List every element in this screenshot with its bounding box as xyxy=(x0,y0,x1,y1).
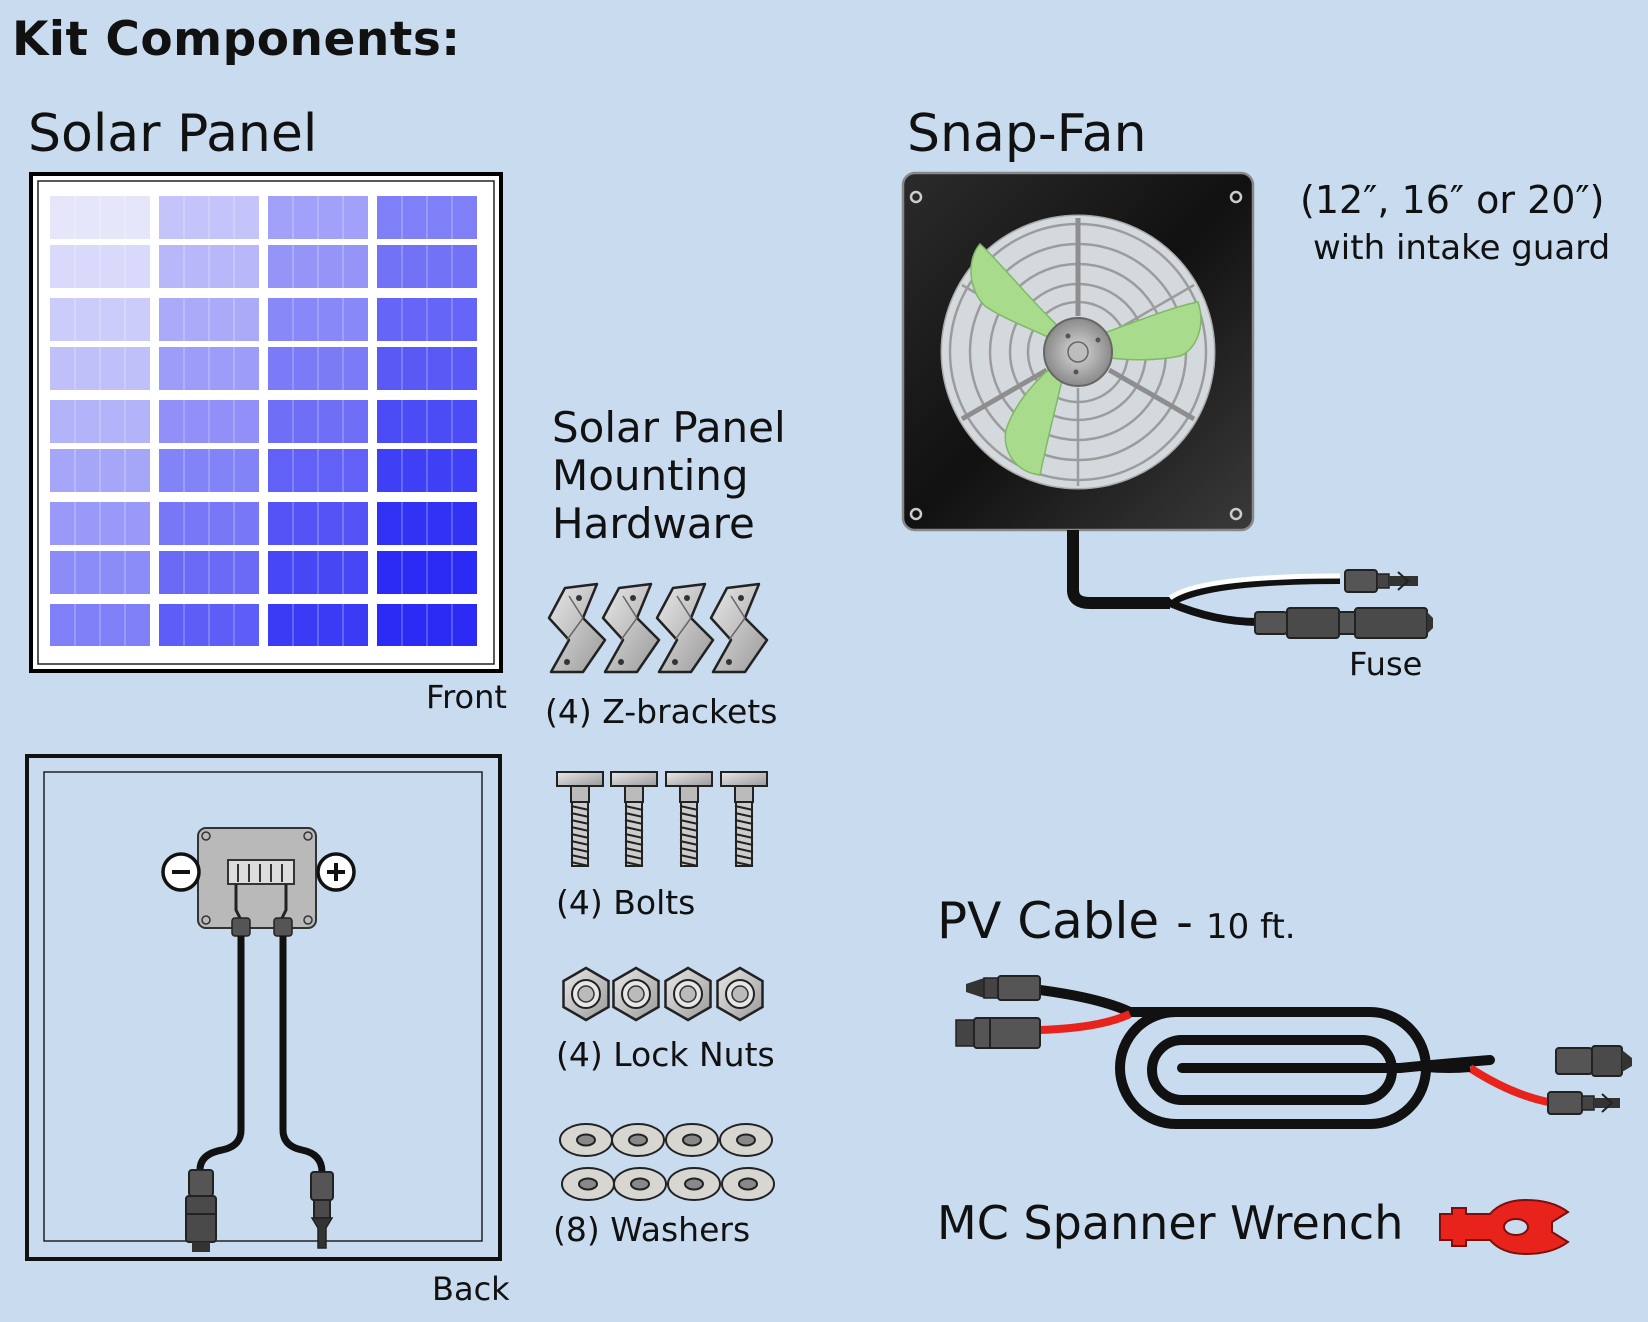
lock-nuts-label: (4) Lock Nuts xyxy=(556,1035,775,1074)
solar-cell xyxy=(50,502,150,545)
solar-cell xyxy=(50,400,150,443)
mounting-heading-line: Solar Panel xyxy=(552,403,786,452)
back-label: Back xyxy=(432,1270,510,1308)
z-bracket-icon xyxy=(601,582,661,674)
solar-cell xyxy=(159,502,259,545)
lock-nut-icon xyxy=(562,966,610,1022)
spanner-wrench-icon xyxy=(1439,1198,1570,1256)
solar-cell xyxy=(377,298,477,341)
bolt-icon xyxy=(610,771,658,867)
z-brackets-illustration xyxy=(547,582,769,674)
solar-cell xyxy=(268,449,368,492)
mounting-hardware-heading: Solar Panel Mounting Hardware xyxy=(552,404,852,548)
mounting-heading-line: Mounting xyxy=(552,451,749,500)
solar-cell xyxy=(50,551,150,594)
z-brackets-label: (4) Z-brackets xyxy=(545,692,778,731)
solar-cell xyxy=(268,245,368,288)
solar-cell xyxy=(159,298,259,341)
solar-cell xyxy=(159,604,259,646)
fan-sizes: (12″, 16″ or 20″) xyxy=(1300,178,1605,222)
mc4-connector-female xyxy=(955,1017,1041,1049)
bolts-label: (4) Bolts xyxy=(556,883,696,922)
solar-cell xyxy=(50,298,150,341)
solar-cell xyxy=(377,347,477,390)
solar-cell xyxy=(377,502,477,545)
solar-cell xyxy=(159,347,259,390)
z-bracket-icon xyxy=(709,582,769,674)
washer-icon xyxy=(719,1123,773,1157)
solar-cell xyxy=(50,604,150,646)
solar-cell xyxy=(159,551,259,594)
solar-cell xyxy=(159,196,259,239)
lock-nuts-illustration xyxy=(562,966,764,1022)
mc4-connector-male xyxy=(1344,569,1418,593)
fan-note: with intake guard xyxy=(1313,228,1611,268)
solar-cell xyxy=(268,551,368,594)
solar-cell xyxy=(268,347,368,390)
washer-icon xyxy=(721,1167,775,1201)
fan-blades xyxy=(970,242,1202,476)
solar-cell xyxy=(159,400,259,443)
solar-panel-back xyxy=(25,754,502,1261)
bolts-illustration xyxy=(556,771,768,867)
positive-terminal-icon xyxy=(316,852,356,892)
mc4-connector-female xyxy=(1555,1045,1632,1077)
inline-fuse-holder xyxy=(1254,607,1433,639)
pv-cable-illustration xyxy=(955,975,1632,1129)
solar-cell xyxy=(377,551,477,594)
solar-cell xyxy=(50,196,150,239)
z-bracket-icon xyxy=(547,582,607,674)
mc4-connector-male xyxy=(310,1171,334,1249)
snap-fan-illustration xyxy=(901,171,1433,639)
mc4-connector-female xyxy=(185,1169,217,1252)
solar-cell xyxy=(50,245,150,288)
solar-cell xyxy=(377,196,477,239)
page-title: Kit Components: xyxy=(12,12,461,67)
washers-illustration xyxy=(559,1123,775,1201)
bolt-icon xyxy=(720,771,768,867)
solar-cell xyxy=(268,196,368,239)
bolt-icon xyxy=(665,771,713,867)
pv-cable-separator: - xyxy=(1176,895,1193,949)
negative-terminal-icon xyxy=(161,852,201,892)
pv-cable-title: PV Cable - 10 ft. xyxy=(937,892,1296,950)
mc4-connector-male xyxy=(966,975,1041,1001)
solar-panel-front xyxy=(29,172,503,673)
washer-icon xyxy=(667,1167,721,1201)
mounting-heading-line: Hardware xyxy=(552,499,755,548)
lock-nut-icon xyxy=(612,966,660,1022)
solar-cell xyxy=(377,604,477,646)
solar-cell xyxy=(377,449,477,492)
solar-cell xyxy=(377,245,477,288)
solar-cell xyxy=(159,449,259,492)
washer-icon xyxy=(611,1123,665,1157)
fuse-label: Fuse xyxy=(1349,645,1423,683)
solar-cell xyxy=(268,400,368,443)
solar-cell xyxy=(377,400,477,443)
solar-cell xyxy=(159,245,259,288)
front-label: Front xyxy=(426,678,507,716)
washer-icon xyxy=(613,1167,667,1201)
wrench-label: MC Spanner Wrench xyxy=(937,1196,1404,1250)
washer-icon xyxy=(561,1167,615,1201)
pv-cable-length: 10 ft. xyxy=(1206,907,1296,947)
solar-cell xyxy=(268,604,368,646)
lock-nut-icon xyxy=(716,966,764,1022)
solar-cell xyxy=(50,347,150,390)
solar-cell xyxy=(50,449,150,492)
washers-label: (8) Washers xyxy=(553,1210,751,1249)
solar-cell xyxy=(268,502,368,545)
pv-cable-heading: PV Cable xyxy=(937,892,1160,950)
washer-icon xyxy=(665,1123,719,1157)
washer-icon xyxy=(559,1123,613,1157)
mc4-connector-male xyxy=(1547,1091,1620,1115)
bolt-icon xyxy=(556,771,604,867)
lock-nut-icon xyxy=(664,966,712,1022)
solar-cell xyxy=(268,298,368,341)
z-bracket-icon xyxy=(655,582,715,674)
solar-panel-heading: Solar Panel xyxy=(28,104,318,164)
snap-fan-heading: Snap-Fan xyxy=(907,104,1147,164)
junction-box xyxy=(197,827,317,937)
